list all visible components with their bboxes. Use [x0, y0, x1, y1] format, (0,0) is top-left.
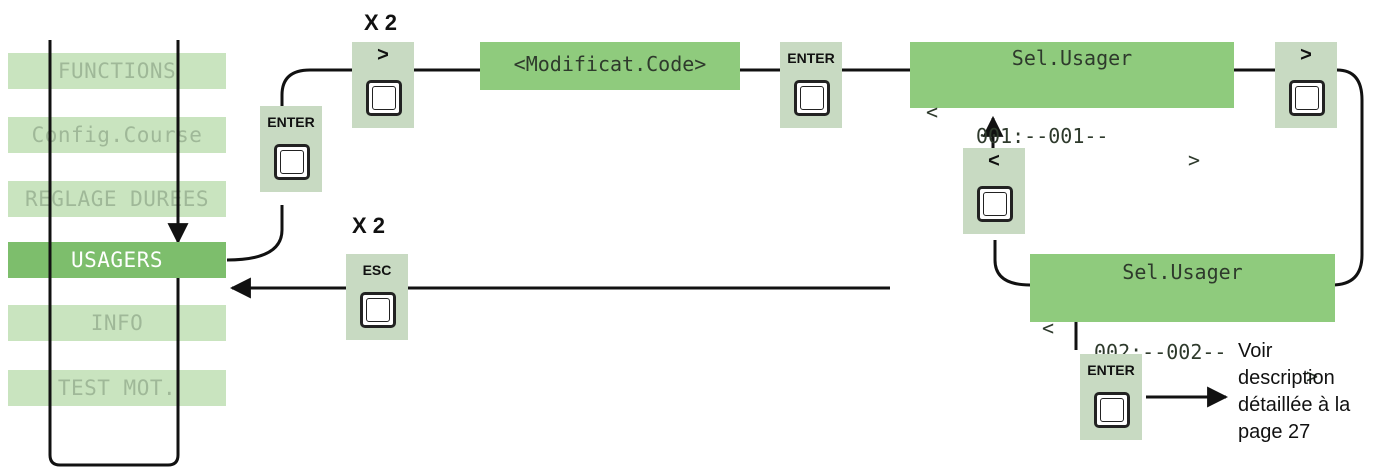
menu-item-test-mot[interactable]: TEST MOT.: [8, 370, 226, 406]
display-right-symbol: >: [1188, 148, 1201, 172]
display-line1: Sel.Usager: [1011, 46, 1133, 70]
usagers-to-enter-line: [226, 205, 284, 262]
next-button-2[interactable]: >: [1275, 42, 1337, 128]
previous-button[interactable]: <: [963, 148, 1025, 234]
display-left-symbol: <: [1042, 316, 1055, 340]
enter-button-3[interactable]: ENTER: [1080, 354, 1142, 440]
enter-label: ENTER: [267, 114, 315, 130]
display-sel-usager-001: Sel.Usager < 001:--001-- >: [910, 42, 1234, 172]
esc-label: ESC: [362, 262, 392, 278]
menu-item-reglage-durees[interactable]: REGLAGE DUREES: [8, 181, 226, 217]
menu-item-info[interactable]: INFO: [8, 305, 226, 341]
display-sel-usager-002: Sel.Usager < 002:--002-- >: [1030, 254, 1335, 388]
enter-button-2[interactable]: ENTER: [780, 42, 842, 128]
key-square-icon[interactable]: [360, 292, 396, 328]
display-left-symbol: <: [926, 100, 939, 124]
key-square-icon[interactable]: [794, 80, 830, 116]
note-line: Voir: [1238, 340, 1273, 362]
display-text: <Modificat.Code>: [513, 52, 707, 76]
display-modificat-code: <Modificat.Code>: [480, 42, 740, 90]
repeat-label-top: X 2: [364, 10, 398, 35]
enter-button[interactable]: ENTER: [260, 106, 322, 192]
enter-label: ENTER: [1087, 362, 1135, 378]
repeat-label-bottom: X 2: [352, 213, 386, 238]
display-right-symbol: >: [1306, 364, 1319, 388]
menu-item-usagers[interactable]: USAGERS: [8, 242, 226, 278]
display-line2: 001:--001--: [976, 124, 1109, 148]
see-description-note: Voir description détaillée à la page 27: [1238, 338, 1388, 446]
key-square-icon[interactable]: [977, 186, 1013, 222]
previous-label: <: [988, 150, 1000, 172]
esc-button[interactable]: ESC: [346, 254, 408, 340]
menu-item-config-course[interactable]: Config.Course: [8, 117, 226, 153]
next-label: >: [377, 44, 389, 66]
key-square-icon[interactable]: [366, 80, 402, 116]
next-button[interactable]: >: [352, 42, 414, 128]
key-square-icon[interactable]: [1289, 80, 1325, 116]
next-label: >: [1300, 44, 1312, 66]
scroll-bracket-left: [48, 40, 180, 467]
menu-item-functions[interactable]: FUNCTIONS: [8, 53, 226, 89]
display-line1: Sel.Usager: [1122, 260, 1243, 284]
enter-to-right-line: [280, 68, 352, 110]
key-square-icon[interactable]: [1094, 392, 1130, 428]
right-loop-line: [1331, 68, 1364, 287]
note-line: description: [1238, 367, 1335, 389]
left-loop-line: [993, 240, 1031, 287]
enter-label: ENTER: [787, 50, 835, 66]
note-line: page 27: [1238, 421, 1311, 443]
note-line: détaillée à la: [1238, 394, 1351, 416]
key-square-icon[interactable]: [274, 144, 310, 180]
